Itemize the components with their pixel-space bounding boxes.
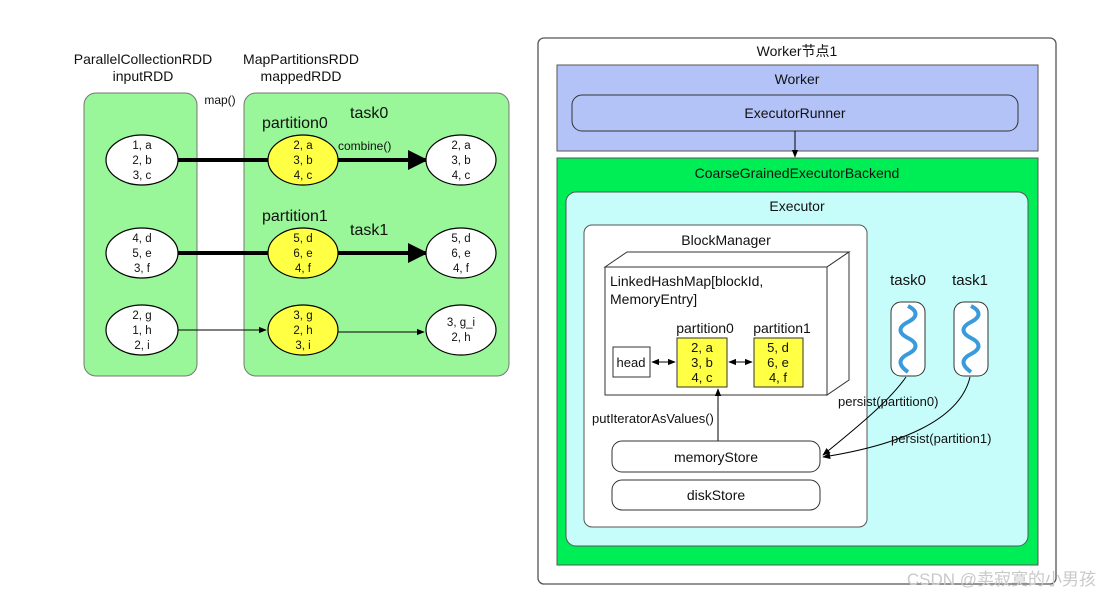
watermark: CSDN @卖寂寞的小男孩 bbox=[907, 570, 1096, 589]
linked-hash-map-box-top bbox=[603, 251, 851, 268]
task1-thread-icon bbox=[961, 304, 981, 374]
executor-task0-label: task0 bbox=[890, 272, 926, 289]
input-2-line-2: 2, i bbox=[134, 340, 149, 352]
output-partition-0 bbox=[425, 134, 497, 186]
combine-label: combine() bbox=[338, 139, 391, 153]
block-partition1-box bbox=[753, 337, 804, 388]
disk-store-box bbox=[611, 479, 821, 511]
mapped-partition-2 bbox=[267, 304, 339, 356]
map-label: map() bbox=[204, 93, 235, 107]
input-rdd-type-label: ParallelCollectionRDD bbox=[74, 51, 213, 67]
block-partition1-entry-2: 4, f bbox=[769, 370, 787, 385]
input-2-line-1: 1, h bbox=[132, 325, 151, 337]
input-2-line-0: 2, g bbox=[132, 310, 151, 322]
memory-store-label: memoryStore bbox=[674, 449, 758, 465]
partition0-label: partition0 bbox=[262, 115, 328, 132]
linked-hash-map-label-2: MemoryEntry] bbox=[610, 291, 697, 307]
output-2-line-0: 3, g_i bbox=[447, 317, 475, 329]
mapped-1-line-1: 6, e bbox=[293, 248, 312, 260]
executor-runner-label: ExecutorRunner bbox=[744, 105, 846, 121]
memory-store-box bbox=[611, 440, 821, 473]
input-1-line-0: 4, d bbox=[132, 233, 151, 245]
input-0-line-1: 2, b bbox=[132, 155, 151, 167]
input-1-line-2: 3, f bbox=[134, 263, 151, 275]
mapped-2-line-0: 3, g bbox=[293, 310, 312, 322]
mapped-rdd-type-label: MapPartitionsRDD bbox=[243, 51, 359, 67]
task0-thread-icon bbox=[898, 304, 918, 374]
mapped-2-line-2: 3, i bbox=[295, 340, 310, 352]
output-partition-1 bbox=[425, 227, 497, 279]
linked-hash-map-label-1: LinkedHashMap[blockId, bbox=[610, 273, 763, 289]
mapped-1-line-2: 4, f bbox=[295, 263, 312, 275]
disk-store-label: diskStore bbox=[687, 487, 746, 503]
output-1-line-0: 5, d bbox=[451, 233, 470, 245]
block-manager-title: BlockManager bbox=[681, 232, 771, 248]
block-partition0-entry-0: 2, a bbox=[691, 340, 713, 355]
mapped-0-line-2: 4, c bbox=[294, 170, 313, 182]
put-iterator-label: putIteratorAsValues() bbox=[592, 411, 714, 426]
block-partition0-box bbox=[676, 337, 728, 388]
head-label: head bbox=[617, 355, 646, 370]
partition1-label: partition1 bbox=[262, 208, 328, 225]
executor-title: Executor bbox=[769, 198, 825, 214]
head-box bbox=[612, 346, 651, 378]
block-partition1-entry-1: 6, e bbox=[767, 355, 789, 370]
input-rdd-name-label: inputRDD bbox=[113, 68, 174, 84]
output-partition-2 bbox=[425, 304, 497, 356]
mapped-rdd-name-label: mappedRDD bbox=[261, 68, 342, 84]
persist1-arrow bbox=[822, 376, 971, 460]
input-1-line-1: 5, e bbox=[132, 248, 151, 260]
executor-task1-label: task1 bbox=[952, 272, 988, 289]
block-partition0-entry-1: 3, b bbox=[691, 355, 713, 370]
block-partition0-label: partition0 bbox=[676, 320, 734, 336]
input-0-line-0: 1, a bbox=[132, 140, 152, 152]
output-0-line-1: 3, b bbox=[451, 155, 470, 167]
mapped-2-line-1: 2, h bbox=[293, 325, 312, 337]
rdd-diagram: ParallelCollectionRDD inputRDD MapPartit… bbox=[74, 51, 510, 377]
output-1-line-2: 4, f bbox=[453, 263, 470, 275]
mapped-0-line-0: 2, a bbox=[293, 140, 313, 152]
output-2-line-1: 2, h bbox=[451, 332, 470, 344]
block-partition1-label: partition1 bbox=[753, 320, 811, 336]
task0-label: task0 bbox=[350, 105, 388, 122]
worker-node-title: Worker节点1 bbox=[757, 43, 838, 59]
input-0-line-2: 3, c bbox=[133, 170, 152, 182]
task1-label: task1 bbox=[350, 222, 388, 239]
output-0-line-2: 4, c bbox=[452, 170, 471, 182]
block-partition0-entry-2: 4, c bbox=[692, 370, 713, 385]
mapped-0-line-1: 3, b bbox=[293, 155, 312, 167]
persist1-label: persist(partition1) bbox=[891, 431, 991, 446]
output-1-line-1: 6, e bbox=[451, 248, 470, 260]
block-partition1-entry-0: 5, d bbox=[767, 340, 789, 355]
linked-hash-map-box-side bbox=[826, 251, 850, 396]
worker-diagram: Worker节点1 Worker ExecutorRunner CoarseGr… bbox=[537, 37, 1057, 585]
worker-title: Worker bbox=[775, 71, 820, 87]
mapped-1-line-0: 5, d bbox=[293, 233, 312, 245]
persist0-label: persist(partition0) bbox=[838, 394, 938, 409]
output-0-line-0: 2, a bbox=[451, 140, 471, 152]
persist0-arrow bbox=[822, 376, 907, 456]
backend-title: CoarseGrainedExecutorBackend bbox=[695, 165, 900, 181]
